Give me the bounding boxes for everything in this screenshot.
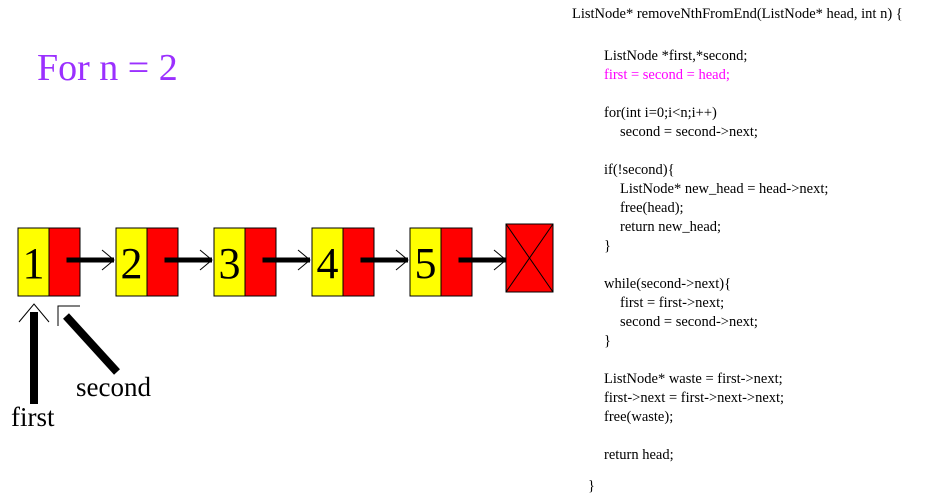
second-pointer-arrow [63,313,120,375]
nodes-layer: 1 2 3 4 5 [17,223,554,297]
second-pointer-label: second [76,372,151,402]
node-1-value-cell [17,227,50,297]
null-cross-line-2 [505,223,554,293]
code-line-14: while(second->next){ [604,276,732,292]
second-pointer-arrowhead [57,305,80,326]
code-line-8: if(!second){ [604,162,675,178]
linked-list-diagram: 1 2 3 4 5 [17,223,554,404]
node-3-value-cell [213,227,246,297]
node-4-value-cell [311,227,344,297]
code-line-17: } [604,333,611,349]
code-line-1: ListNode* removeNthFromEnd(ListNode* hea… [572,6,903,22]
code-line-10: free(head); [620,200,684,216]
code-line-23: return head; [604,447,674,463]
code-line-6: second = second->next; [620,124,758,140]
first-pointer-arrowhead [18,303,50,323]
code-line-11: return new_head; [620,219,722,235]
node-2-value: 2 [121,239,143,288]
code-line-12: } [604,238,611,254]
next-arrowhead-2 [199,249,213,271]
node-5-value-cell [409,227,442,297]
node-1-value: 1 [23,239,45,288]
code-line-21: free(waste); [604,409,674,425]
next-arrowhead-1 [101,249,115,271]
code-line-3: first = second = head; [604,67,730,83]
code-line-15: first = first->next; [620,295,725,311]
first-pointer-label: first [11,402,55,432]
code-line-20: first->next = first->next->next; [604,390,785,406]
next-arrowhead-3 [297,249,311,271]
code-line-5: for(int i=0;i<n;i++) [604,105,717,121]
node-2-value-cell [115,227,148,297]
code-line-24: } [588,478,595,494]
code-line-2: ListNode *first,*second; [604,48,748,64]
code-line-9: ListNode* new_head = head->next; [620,181,829,197]
page-title: For n = 2 [37,47,178,89]
node-4-value: 4 [317,239,339,288]
code-line-16: second = second->next; [620,314,758,330]
pointers-layer [18,303,120,404]
next-arrowhead-4 [395,249,409,271]
node-3-value: 3 [219,239,241,288]
node-5-value: 5 [415,239,437,288]
code-line-19: ListNode* waste = first->next; [604,371,783,387]
